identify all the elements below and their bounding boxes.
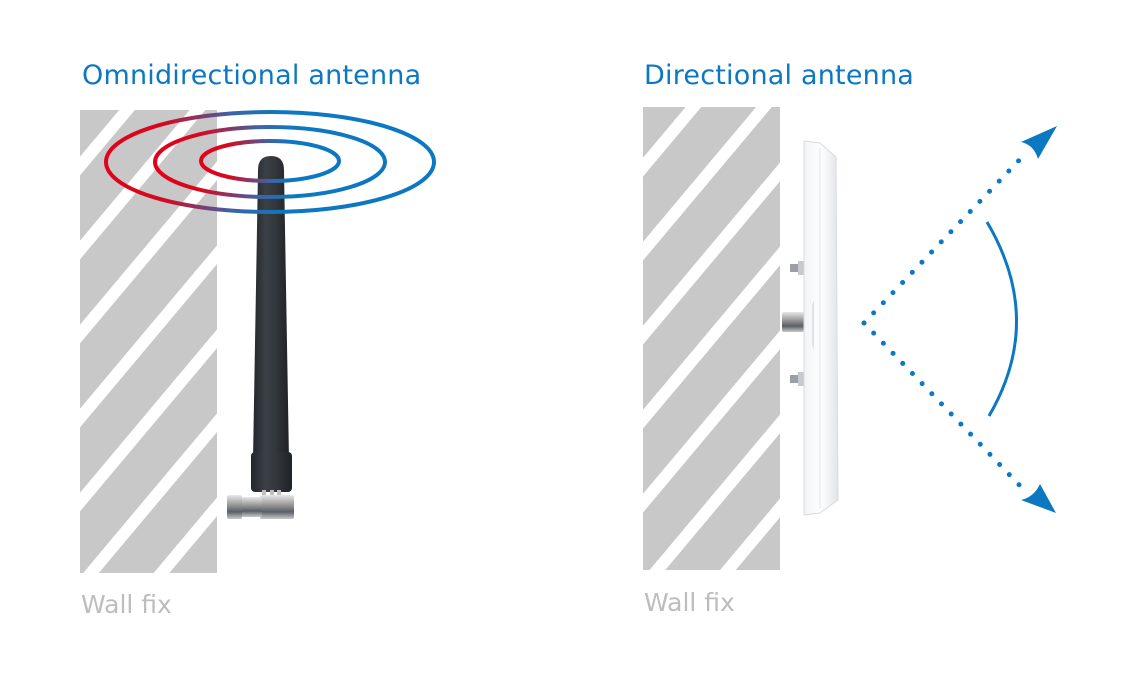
directional-title: Directional antenna [644, 60, 915, 91]
omnidirectional-antenna-icon [227, 156, 294, 519]
signal-rings-icon [104, 160, 436, 214]
arrow-down-right-icon [1021, 484, 1056, 513]
omnidirectional-title: Omnidirectional antenna [82, 60, 422, 91]
directional-panel-antenna-icon [782, 140, 839, 516]
directional-caption: Wall fix [644, 588, 735, 617]
wall-right [643, 107, 780, 570]
signal-rings-back [104, 110, 436, 163]
omnidirectional-caption: Wall fix [81, 590, 172, 619]
beam-angle-icon [861, 126, 1057, 513]
arrow-up-right-icon [1021, 126, 1057, 159]
wall-left [80, 110, 217, 573]
